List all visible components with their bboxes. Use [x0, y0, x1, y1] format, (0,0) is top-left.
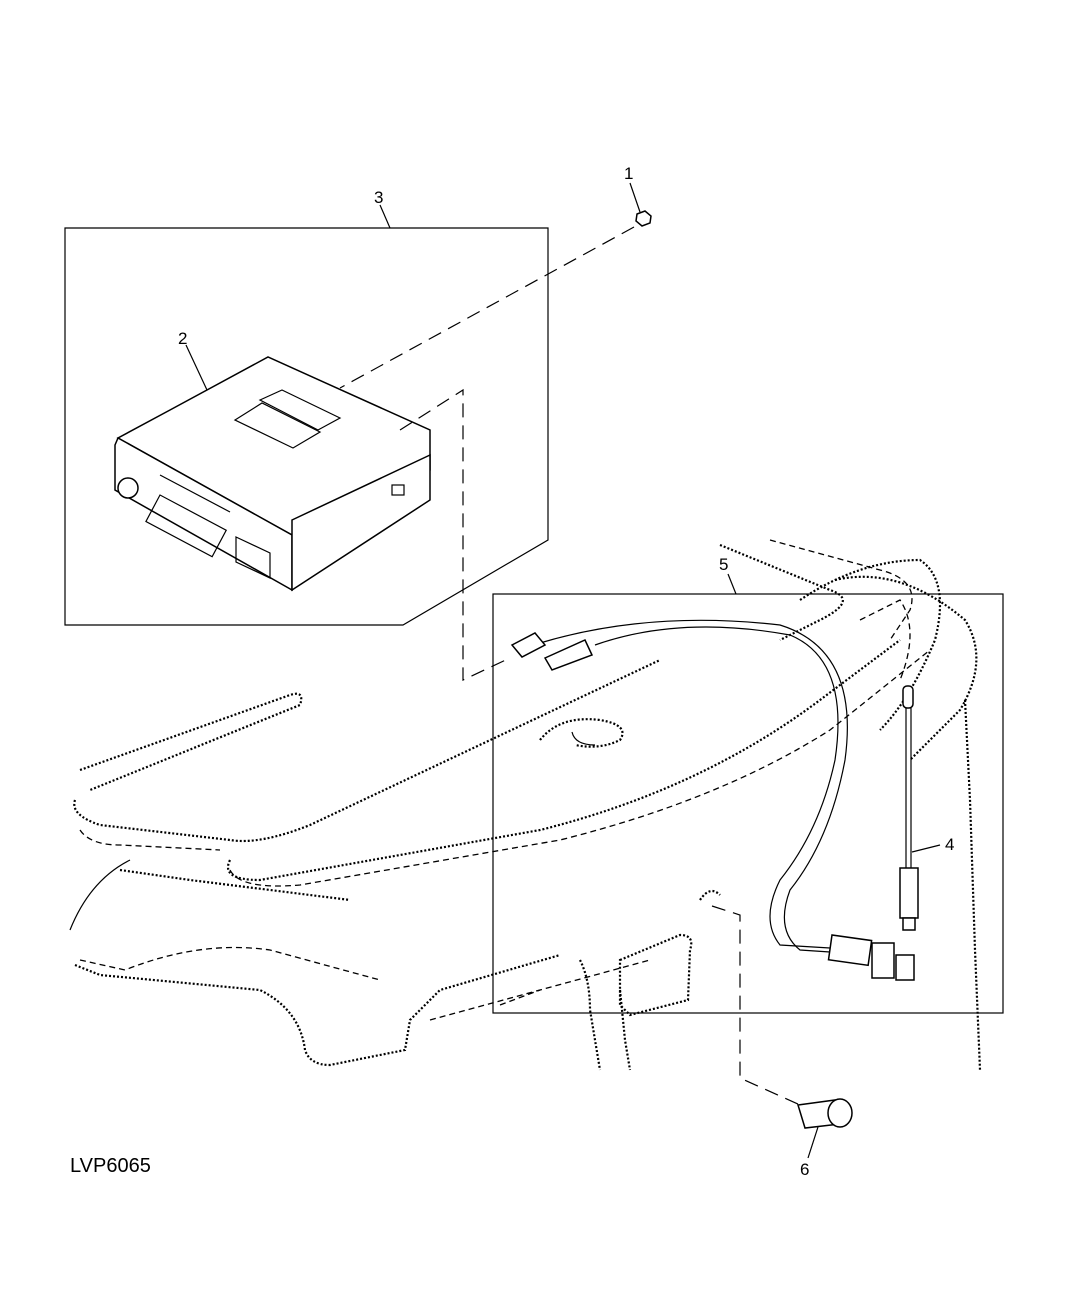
radio-unit: [114, 356, 431, 592]
radio-kit-box: [64, 227, 549, 626]
plug-dash-line: [711, 905, 801, 1106]
antenna-mast: [899, 685, 919, 931]
callout-1: 1: [624, 164, 633, 183]
vehicle-body-outline: [69, 539, 982, 1071]
callout-2-leader: [185, 344, 208, 391]
nut-dash-line: [339, 226, 635, 389]
callout-5-leader: [727, 573, 737, 595]
callout-2: 2: [178, 329, 187, 348]
callout-3: 3: [374, 188, 383, 207]
callout-3-leader: [379, 204, 391, 229]
callout-4: 4: [945, 835, 954, 854]
reference-code: LVP6065: [70, 1155, 151, 1177]
antenna-cable: [510, 619, 915, 981]
callout-6-leader: [807, 1126, 819, 1159]
nut: [635, 210, 652, 227]
callout-4-leader: [911, 844, 941, 853]
plug: [797, 1098, 853, 1129]
antenna-kit-box: [492, 593, 1004, 1014]
callout-1-leader: [629, 182, 641, 213]
callout-6: 6: [800, 1160, 809, 1179]
callout-5: 5: [719, 555, 728, 574]
